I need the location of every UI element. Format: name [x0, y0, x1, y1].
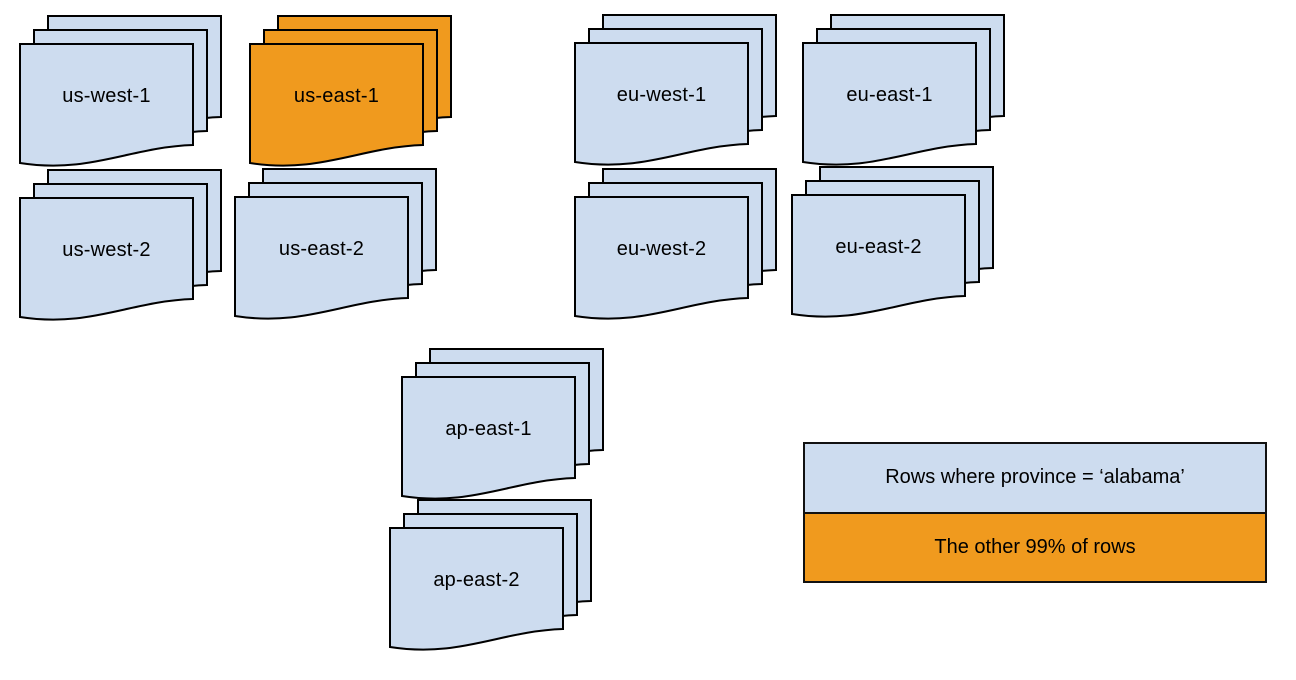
document-shape-front	[389, 527, 564, 651]
document-stack-shape	[802, 14, 1005, 166]
document-shape-front	[574, 196, 749, 320]
document-stack-shape	[574, 14, 777, 166]
region-stack-ap-east-1: ap-east-1	[400, 347, 605, 504]
document-stack-shape	[249, 15, 452, 167]
document-shape-front	[802, 42, 977, 166]
region-stack-us-west-2: us-west-2	[18, 168, 223, 325]
document-shape-front	[234, 196, 409, 320]
region-stack-ap-east-2: ap-east-2	[388, 498, 593, 655]
document-stack-shape	[234, 168, 437, 320]
document-shape-front	[249, 43, 424, 167]
document-shape-front	[19, 197, 194, 321]
legend: Rows where province = ‘alabama’ The othe…	[803, 442, 1267, 583]
document-stack-shape	[574, 168, 777, 320]
region-stack-eu-west-2: eu-west-2	[573, 167, 778, 324]
legend-row-alabama: Rows where province = ‘alabama’	[805, 444, 1265, 512]
document-shape-front	[574, 42, 749, 166]
region-stack-eu-east-1: eu-east-1	[801, 13, 1006, 170]
document-shape-front	[401, 376, 576, 500]
region-stack-eu-west-1: eu-west-1	[573, 13, 778, 170]
document-stack-shape	[389, 499, 592, 651]
document-stack-shape	[791, 166, 994, 318]
legend-label-alabama: Rows where province = ‘alabama’	[885, 466, 1185, 489]
document-stack-shape	[19, 15, 222, 167]
region-stack-us-east-2: us-east-2	[233, 167, 438, 324]
document-shape-front	[19, 43, 194, 167]
document-stack-shape	[19, 169, 222, 321]
document-stack-shape	[401, 348, 604, 500]
region-stack-us-west-1: us-west-1	[18, 14, 223, 171]
legend-label-other-rows: The other 99% of rows	[934, 535, 1136, 558]
document-shape-front	[791, 194, 966, 318]
region-stack-us-east-1: us-east-1	[248, 14, 453, 171]
region-stack-eu-east-2: eu-east-2	[790, 165, 995, 322]
legend-row-other-rows: The other 99% of rows	[805, 511, 1265, 581]
